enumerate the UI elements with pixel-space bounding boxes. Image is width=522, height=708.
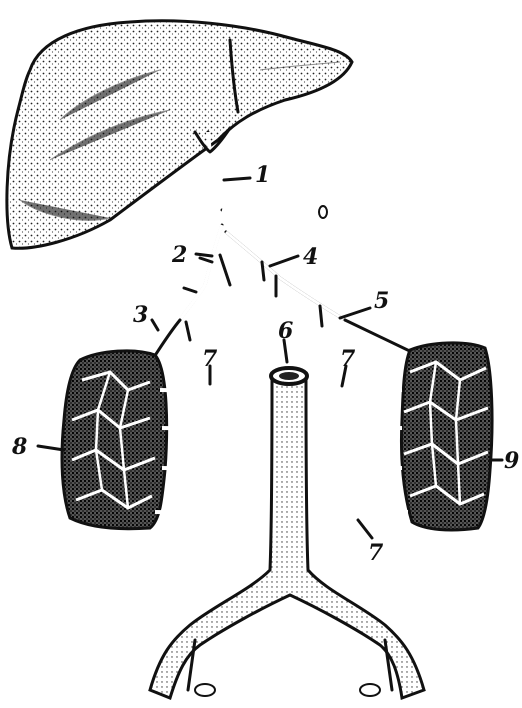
label-1: 1: [255, 162, 270, 188]
label-3: 3: [133, 302, 148, 328]
left-organ-8: [62, 351, 167, 529]
label-4: 4: [303, 244, 318, 270]
label-8: 8: [11, 434, 27, 460]
label-7-left: 7: [202, 346, 218, 372]
vessel-5: [345, 320, 418, 355]
label-5: 5: [374, 288, 389, 314]
label-9: 9: [504, 448, 519, 474]
label-7-right: 7: [340, 346, 356, 372]
right-organ-9: [401, 343, 492, 530]
label-2: 2: [171, 242, 187, 268]
label-6: 6: [278, 318, 293, 344]
label-7-bottom: 7: [368, 540, 384, 566]
central-vessel-6: [150, 368, 424, 698]
